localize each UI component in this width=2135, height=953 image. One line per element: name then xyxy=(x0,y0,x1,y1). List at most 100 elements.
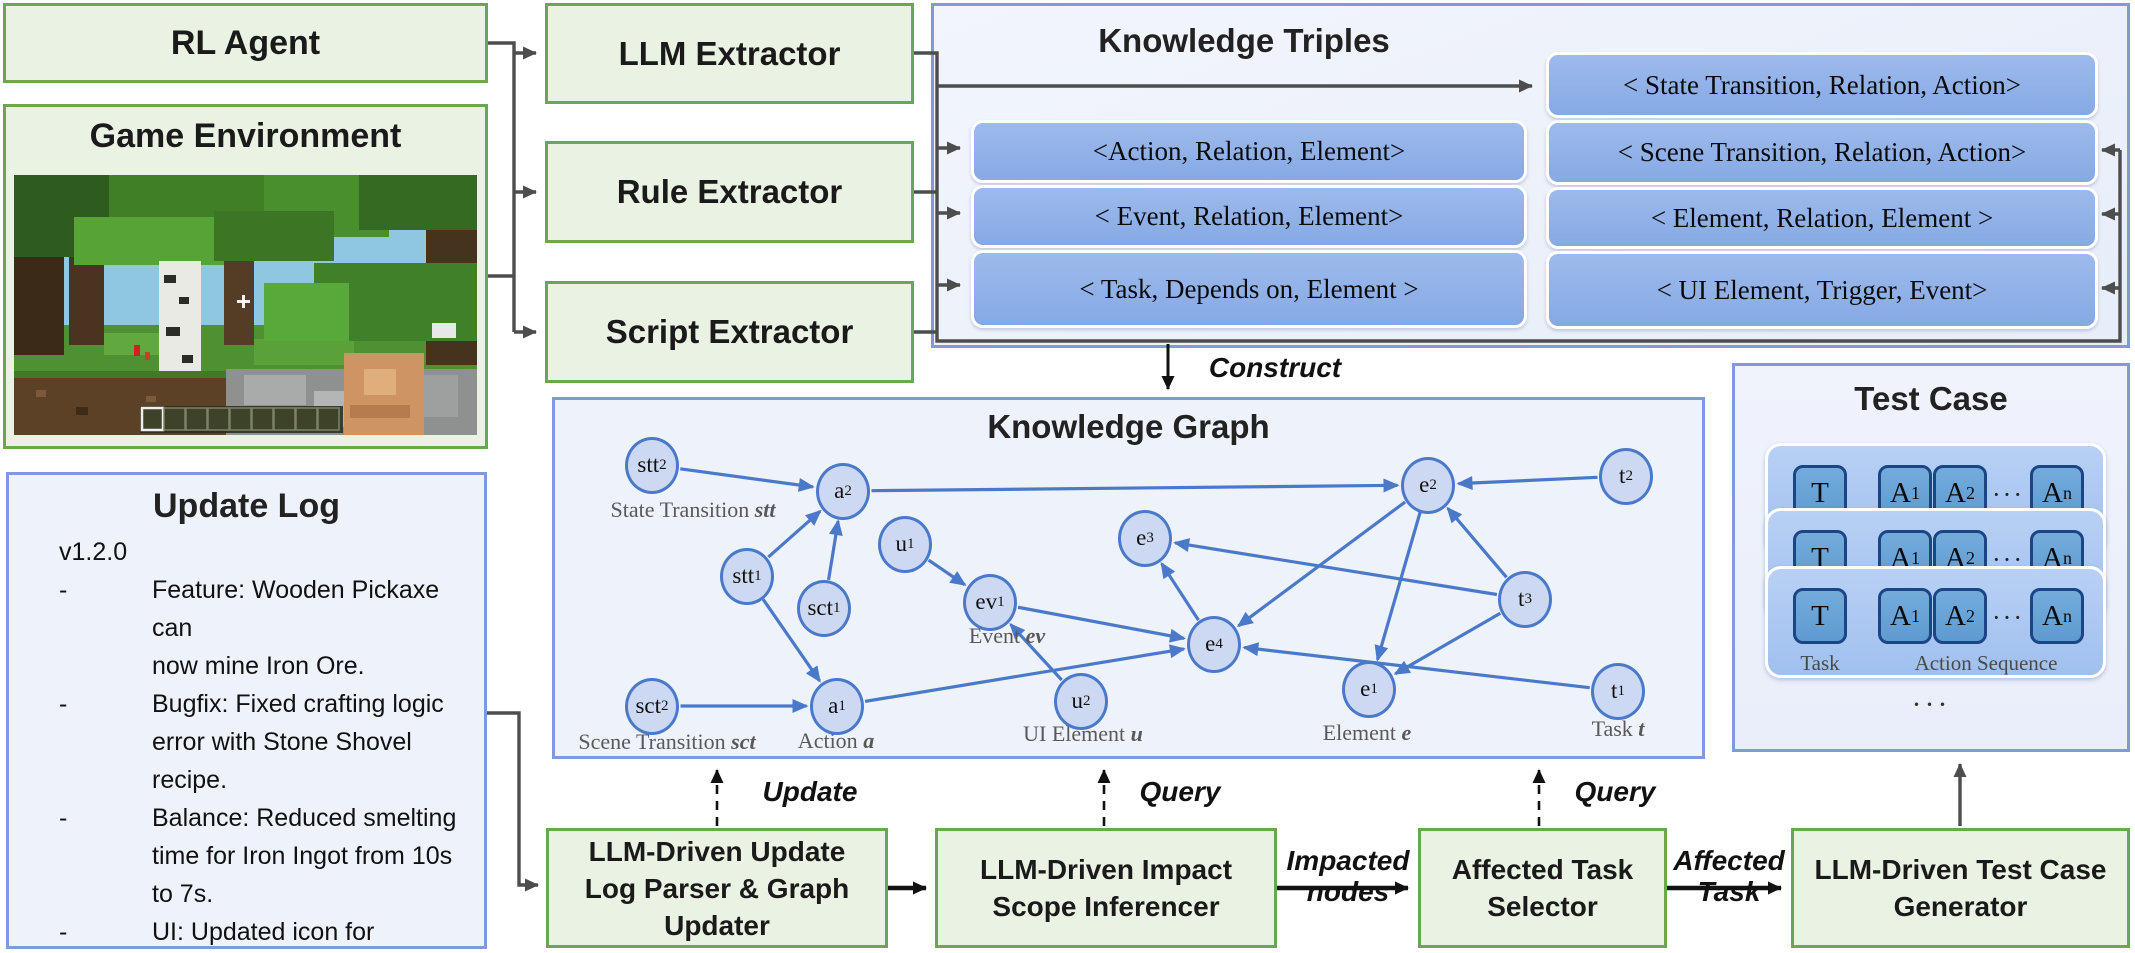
kg-edge-ev1-e4 xyxy=(1017,605,1186,643)
update-log-entries: -Feature: Wooden Pickaxe can now mine Ir… xyxy=(59,571,459,953)
triple-ui-element-trigger-event: < UI Element, Trigger, Event> xyxy=(1546,251,2098,329)
query-flow-label-2: Query xyxy=(1574,776,1656,807)
affected-task-label: Affected Task xyxy=(1673,845,1785,907)
kg-category-label: State Transition stt xyxy=(610,497,776,522)
kg-edge-a2-e2 xyxy=(871,478,1400,493)
script-extractor-label: Script Extractor xyxy=(605,313,854,350)
update-flow-label: Update xyxy=(762,776,858,807)
kg-edge-a1-e4 xyxy=(864,644,1186,703)
kg-edge-t1-e4 xyxy=(1242,642,1590,690)
update-parser-box: LLM-Driven Update Log Parser & Graph Upd… xyxy=(546,828,888,948)
update-log-entry: -Balance: Reduced smelting time for Iron… xyxy=(59,799,459,913)
triple-label: < Scene Transition, Relation, Action> xyxy=(1617,137,2027,167)
test-case-title: Test Case xyxy=(1854,380,2008,417)
triple-element-relation-element: < Element, Relation, Element > xyxy=(1546,187,2098,249)
update-log-panel: Update Log v1.2.0 -Feature: Wooden Picka… xyxy=(6,472,487,949)
slot-dots: ··· xyxy=(1992,603,2024,632)
task-selector-label: Affected Task Selector xyxy=(1451,854,1634,922)
bullet-dash: - xyxy=(59,918,68,946)
test-generator-box: LLM-Driven Test Case Generator xyxy=(1791,828,2130,948)
kg-category-label: Scene Transition sct xyxy=(578,729,756,754)
triple-label: < UI Element, Trigger, Event> xyxy=(1656,274,1988,305)
kg-edge-t2-e2 xyxy=(1456,475,1598,490)
update-log-entry-text: UI: Updated icon for crafting table in i… xyxy=(152,918,375,946)
rl-agent-box: RL Agent xyxy=(3,3,488,83)
impact-inferencer-label: LLM-Driven Impact Scope Inferencer xyxy=(979,854,1233,922)
triple-task-depends-element: < Task, Depends on, Element > xyxy=(971,250,1527,328)
action-sequence-axis-label: Action Sequence xyxy=(1914,651,2058,675)
construct-label: Construct xyxy=(1208,352,1342,383)
kg-edge-sct1-a2 xyxy=(826,519,843,581)
knowledge-triples-panel: Knowledge Triples <Action, Relation, Ele… xyxy=(931,3,2130,348)
update-log-body: v1.2.0 -Feature: Wooden Pickaxe can now … xyxy=(59,533,459,953)
rule-extractor-label: Rule Extractor xyxy=(616,173,843,210)
game-environment-title: Game Environment xyxy=(89,117,402,155)
triple-label: < Task, Depends on, Element > xyxy=(1079,273,1419,304)
test-case-more-dots: ··· xyxy=(1911,688,1951,721)
kg-edge-stt1-a2 xyxy=(767,509,822,559)
llm-extractor-box: LLM Extractor xyxy=(545,3,914,104)
source-connectors xyxy=(488,41,537,339)
hotbar xyxy=(140,406,340,432)
update-log-title: Update Log xyxy=(153,487,340,525)
kg-edge-t3-e1 xyxy=(1393,611,1502,676)
slot-T: T xyxy=(1793,588,1847,644)
triple-label: < Element, Relation, Element > xyxy=(1650,202,1994,233)
test-generator-label: LLM-Driven Test Case Generator xyxy=(1814,854,2107,922)
task-axis-label: Task xyxy=(1800,651,1840,675)
impacted-nodes-label: Impacted nodes xyxy=(1286,845,1410,907)
bullet-dash: - xyxy=(59,576,68,604)
kg-edge-u2-ev1 xyxy=(1009,622,1063,682)
update-log-version: v1.2.0 xyxy=(59,538,128,566)
triple-state-transition: < State Transition, Relation, Action> xyxy=(1546,52,2098,118)
knowledge-triples-title: Knowledge Triples xyxy=(1098,22,1390,59)
update-log-entry: - UI: Updated icon for crafting table in … xyxy=(59,913,459,953)
kg-edge-t3-e3 xyxy=(1173,538,1498,597)
rl-agent-label: RL Agent xyxy=(170,23,321,62)
kg-edge-stt2-a2 xyxy=(680,467,815,492)
triple-action-relation-element: <Action, Relation, Element> xyxy=(971,120,1527,183)
kg-edge-e4-e3 xyxy=(1160,561,1200,621)
triple-label: < State Transition, Relation, Action> xyxy=(1623,69,2021,100)
kg-edge-e2-e4 xyxy=(1236,500,1407,628)
triple-scene-transition: < Scene Transition, Relation, Action> xyxy=(1546,120,2098,185)
update-log-entry: - Bugfix: Fixed crafting logic error with… xyxy=(59,685,459,799)
kg-edge-e2-e1 xyxy=(1374,511,1422,662)
bullet-dash: - xyxy=(59,690,68,718)
kg-category-label: Element e xyxy=(1322,720,1412,745)
kg-category-label: Task t xyxy=(1591,716,1645,741)
update-log-entry-text: Balance: Reduced smelting time for Iron … xyxy=(152,804,457,908)
query-flow-label-1: Query xyxy=(1139,776,1221,807)
update-log-connector xyxy=(487,711,539,892)
rule-extractor-box: Rule Extractor xyxy=(545,141,914,243)
triple-label: <Action, Relation, Element> xyxy=(1092,136,1406,166)
kg-edge-stt1-a1 xyxy=(761,598,821,683)
script-extractor-box: Script Extractor xyxy=(545,281,914,383)
kg-edge-u1-ev1 xyxy=(927,558,967,587)
triple-label: < Event, Relation, Element> xyxy=(1094,201,1404,231)
knowledge-graph-edges xyxy=(680,467,1598,713)
update-log-entry-text: Bugfix: Fixed crafting logic error with … xyxy=(152,690,444,794)
update-log-entry: -Feature: Wooden Pickaxe can now mine Ir… xyxy=(59,571,459,685)
